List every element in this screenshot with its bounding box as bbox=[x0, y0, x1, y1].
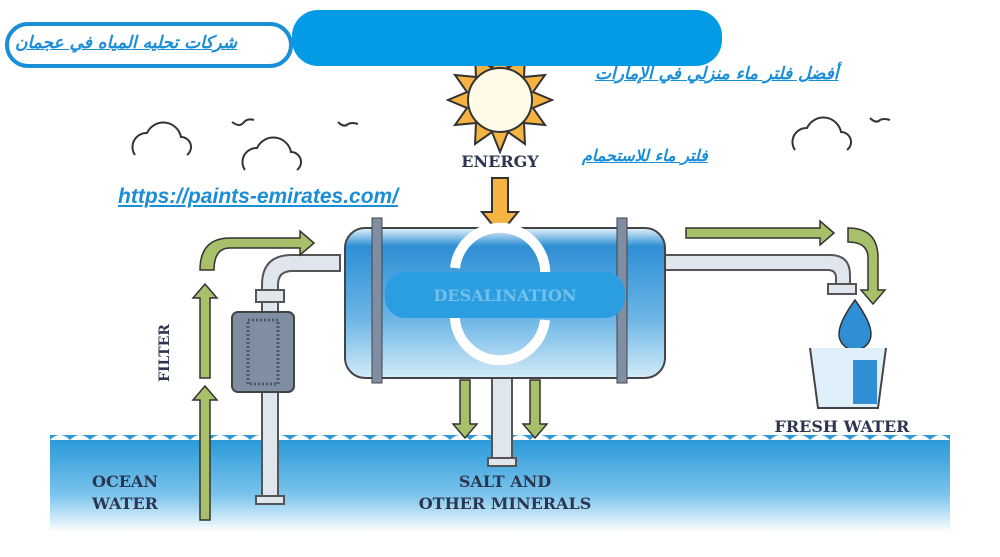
energy-label: ENERGY bbox=[461, 152, 539, 171]
title-link[interactable]: شركات تحليه المياه في عجمان bbox=[15, 33, 238, 53]
desalination-tank bbox=[344, 217, 666, 384]
outlet-pipe bbox=[664, 254, 857, 295]
energy-arrow bbox=[479, 177, 521, 236]
drain-pipe bbox=[487, 374, 517, 467]
ocean-label-line2: WATER bbox=[92, 494, 158, 513]
fresh-water-label: FRESH WATER bbox=[774, 417, 910, 436]
salt-label-line1: SALT AND bbox=[458, 472, 552, 491]
filter-label: FILTER bbox=[157, 324, 173, 382]
salt-label-line2: OTHER MINERALS bbox=[418, 494, 592, 513]
subtitle-link-2[interactable]: فلتر ماء للاستحمام bbox=[582, 146, 708, 165]
sun-icon bbox=[445, 45, 555, 155]
process-label: DESALINATION bbox=[433, 286, 577, 305]
cloud-icon bbox=[131, 116, 852, 171]
subtitle-link-1[interactable]: أفضل فلتر ماء منزلي في الإمارات bbox=[595, 64, 839, 84]
ocean-label-line1: OCEAN bbox=[92, 472, 158, 491]
banner-overlay bbox=[292, 10, 722, 66]
title-frame bbox=[5, 22, 293, 68]
bird-icon bbox=[231, 117, 891, 127]
filter-unit bbox=[231, 311, 295, 393]
flow-arrows bbox=[191, 219, 887, 521]
website-link[interactable]: https://paints-emirates.com/ bbox=[118, 185, 399, 208]
water-glass-icon bbox=[809, 298, 887, 409]
